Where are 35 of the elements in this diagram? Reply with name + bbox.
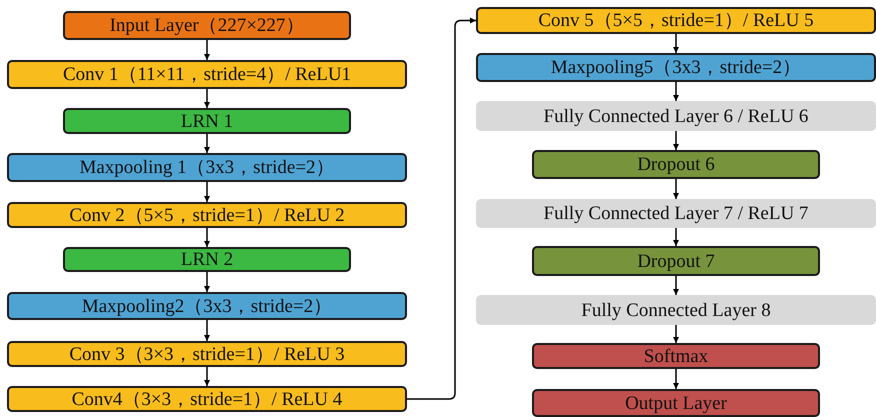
layer-box: Output Layer bbox=[532, 389, 820, 417]
layer-box: Conv4（3×3，stride=1）/ ReLU 4 bbox=[7, 386, 407, 412]
layer-box: Dropout 7 bbox=[532, 246, 820, 276]
arrow bbox=[204, 134, 210, 153]
layer-box: Maxpooling 1（3x3，stride=2） bbox=[7, 153, 407, 182]
layer-box: Softmax bbox=[532, 343, 820, 369]
layer-box: Conv 3（3×3，stride=1）/ ReLU 3 bbox=[7, 341, 407, 367]
arrow bbox=[204, 40, 210, 60]
layer-box: Fully Connected Layer 7 / ReLU 7 bbox=[476, 199, 876, 228]
arrow bbox=[673, 369, 679, 389]
arrow bbox=[204, 272, 210, 292]
input-box: Input Layer（227×227） bbox=[63, 11, 351, 40]
layer-box: Conv 2（5×5，stride=1）/ ReLU 2 bbox=[7, 202, 407, 228]
arrow bbox=[673, 179, 679, 199]
arrow bbox=[204, 89, 210, 108]
arrow bbox=[673, 276, 679, 295]
arrow bbox=[673, 34, 679, 53]
layer-box: LRN 1 bbox=[63, 108, 351, 134]
arrow bbox=[673, 228, 679, 246]
layer-box: Dropout 6 bbox=[532, 150, 820, 179]
layer-box: Fully Connected Layer 8 bbox=[476, 295, 876, 325]
arrow bbox=[204, 367, 210, 386]
arrow bbox=[673, 82, 679, 101]
layer-box: Conv 5（5×5，stride=1）/ ReLU 5 bbox=[476, 7, 876, 34]
layer-box: Maxpooling5（3x3，stride=2） bbox=[476, 53, 876, 82]
arrow bbox=[204, 228, 210, 247]
arrow bbox=[407, 18, 476, 400]
layer-box: LRN 2 bbox=[63, 247, 351, 272]
arrow bbox=[673, 325, 679, 343]
arrow bbox=[204, 320, 210, 341]
layer-box: Maxpooling2（3x3，stride=2） bbox=[7, 292, 407, 320]
arrow bbox=[673, 131, 679, 150]
layer-box: Fully Connected Layer 6 / ReLU 6 bbox=[476, 101, 876, 131]
layer-box: Conv 1（11×11，stride=4）/ ReLU1 bbox=[7, 60, 407, 89]
arrow bbox=[204, 182, 210, 202]
